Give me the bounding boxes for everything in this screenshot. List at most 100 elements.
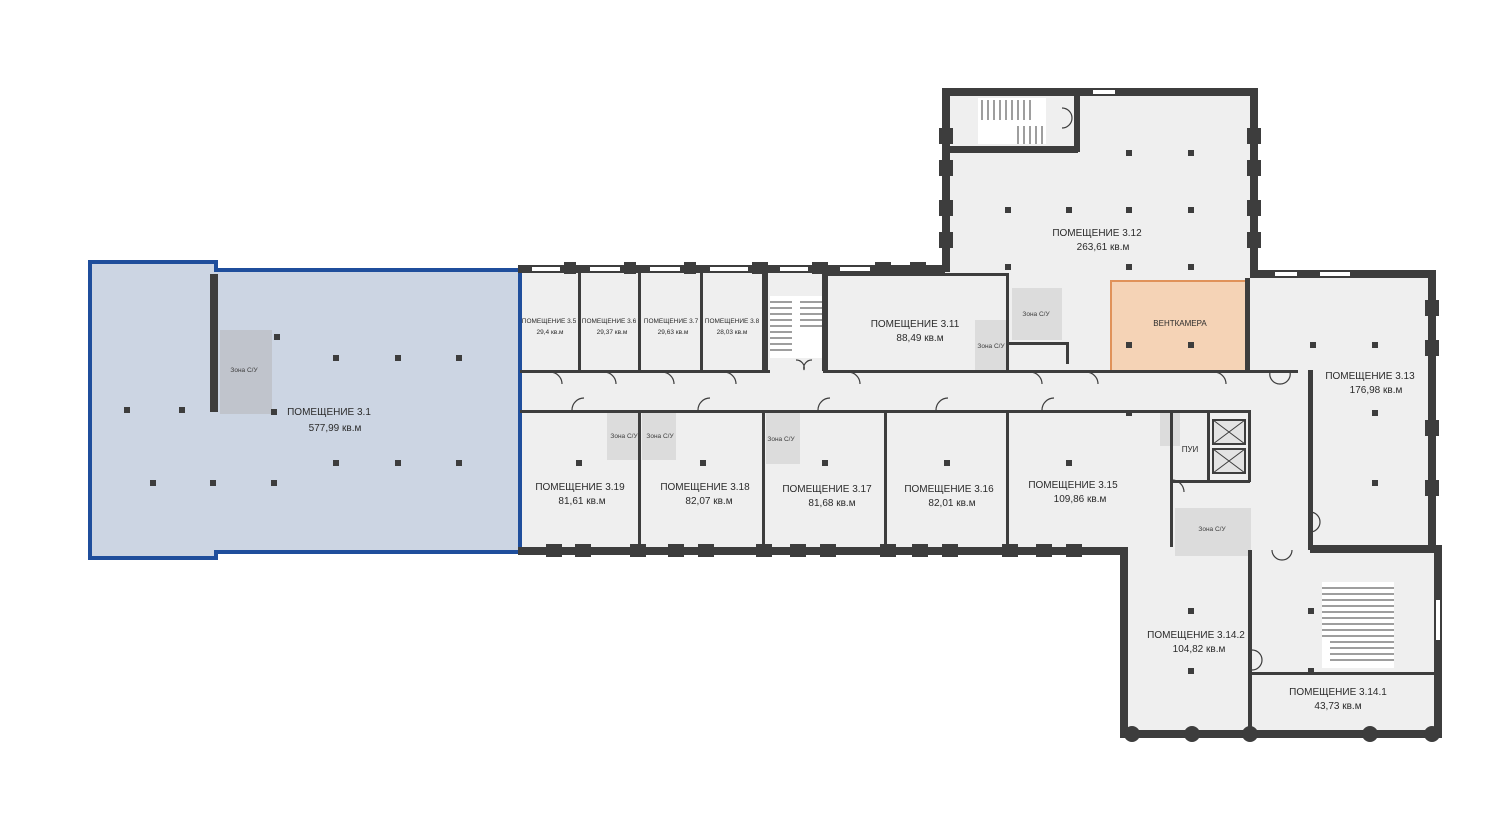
pillar [812,262,828,274]
window [840,267,870,271]
partition [762,273,768,371]
room-3-17-name: ПОМЕЩЕНИЕ 3.17 [782,484,872,495]
north-wing-east-wall [1250,88,1258,278]
room-3-5-name: ПОМЕЩЕНИЕ 3.5 [522,318,577,325]
interior-walls [520,94,1436,732]
room-3-6-name: ПОМЕЩЕНИЕ 3.6 [582,318,637,325]
partition [1006,273,1009,371]
partition [1252,672,1436,675]
pillar [939,128,953,144]
window [532,267,560,271]
door [1269,371,1291,385]
pillar [668,544,684,557]
room-3-14-2-area: 104,82 кв.м [1173,644,1226,655]
wc-zone-3-12 [1012,288,1062,340]
partition [1248,410,1251,482]
facade-pillars [546,128,1440,742]
partition [1207,412,1210,482]
door [1041,397,1055,411]
door [1029,371,1043,385]
corridor-wall [520,410,1170,413]
pillar [942,544,958,557]
door [571,397,585,411]
door [935,397,949,411]
door [1085,371,1099,385]
pillar [939,232,953,248]
room-3-5-area: 29,4 кв.м [536,329,564,336]
partition [1245,278,1250,373]
room-3-1-area: 577,99 кв.м [309,423,362,434]
door [1271,549,1293,561]
room-3-15-area: 109,86 кв.м [1054,494,1107,505]
pillar [912,544,928,557]
room-3-8-name: ПОМЕЩЕНИЕ 3.8 [705,318,760,325]
wc-zone-3-1-shade [220,330,272,414]
room-3-18-name: ПОМЕЩЕНИЕ 3.18 [660,482,750,493]
wc-label-3-17: Зона С/У [767,436,795,443]
pillar [564,262,576,274]
room-3-19-name: ПОМЕЩЕНИЕ 3.19 [535,482,625,493]
stairs-main [770,296,822,358]
partition [822,273,828,371]
pillar [1036,544,1052,557]
door [817,397,831,411]
north-wing-west-wall [942,88,950,272]
room-3-1-name: ПОМЕЩЕНИЕ 3.1 [287,407,371,418]
door [603,371,617,385]
east-wing-east-wall [1428,270,1436,550]
pui-label: ПУИ [1182,445,1199,454]
se-wing-west-wall [1120,547,1128,737]
pillar [939,200,953,216]
window [1320,272,1350,276]
wc-zone-3-18 [642,412,676,460]
pillar [575,544,591,557]
partition [1248,550,1252,732]
partition [828,273,1008,276]
partition [700,273,703,371]
room-3-1-highlight[interactable] [88,260,522,560]
wc-label-corridor: Зона С/У [1198,526,1226,533]
pillar [880,544,896,557]
corridor-wall [520,370,770,373]
pillar [1247,200,1261,216]
partition [1170,480,1250,483]
room-3-14-1-name: ПОМЕЩЕНИЕ 3.14.1 [1289,687,1387,698]
pillar [684,262,696,274]
partition [1074,94,1080,152]
room-3-8-area: 28,03 кв.м [717,329,748,336]
wc-label-3-1: Зона С/У [230,367,258,374]
partition [578,273,581,371]
window [1093,90,1115,94]
pillar [1425,480,1439,496]
ventchamber-room[interactable] [1110,280,1247,373]
door [795,359,813,371]
room-3-14-2-name: ПОМЕЩЕНИЕ 3.14.2 [1147,630,1245,641]
window [780,267,808,271]
partition [950,146,1078,153]
pillar [1184,726,1200,742]
room-3-15-name: ПОМЕЩЕНИЕ 3.15 [1028,480,1118,491]
partition [638,273,641,371]
partition [1009,342,1069,345]
columns [124,150,1378,674]
room-3-12-name: ПОМЕЩЕНИЕ 3.12 [1052,228,1142,239]
room-3-16-name: ПОМЕЩЕНИЕ 3.16 [904,484,994,495]
pillar [820,544,836,557]
east-wing-floor [1245,272,1435,552]
room-3-13-area: 176,98 кв.м [1350,385,1403,396]
pillar [1242,726,1258,742]
se-wing-bottom-wall [1120,730,1442,738]
door [661,371,675,385]
partition [1308,370,1313,550]
pillar [875,262,891,274]
room-3-18-area: 82,07 кв.м [685,496,732,507]
door [549,371,563,385]
wc-zone-3-11 [975,320,1009,372]
pillar [1362,726,1378,742]
door [697,397,711,411]
pillar [939,160,953,176]
ventchamber-label: ВЕНТКАМЕРА [1153,319,1207,328]
pillar [630,544,646,557]
partition [884,412,887,547]
